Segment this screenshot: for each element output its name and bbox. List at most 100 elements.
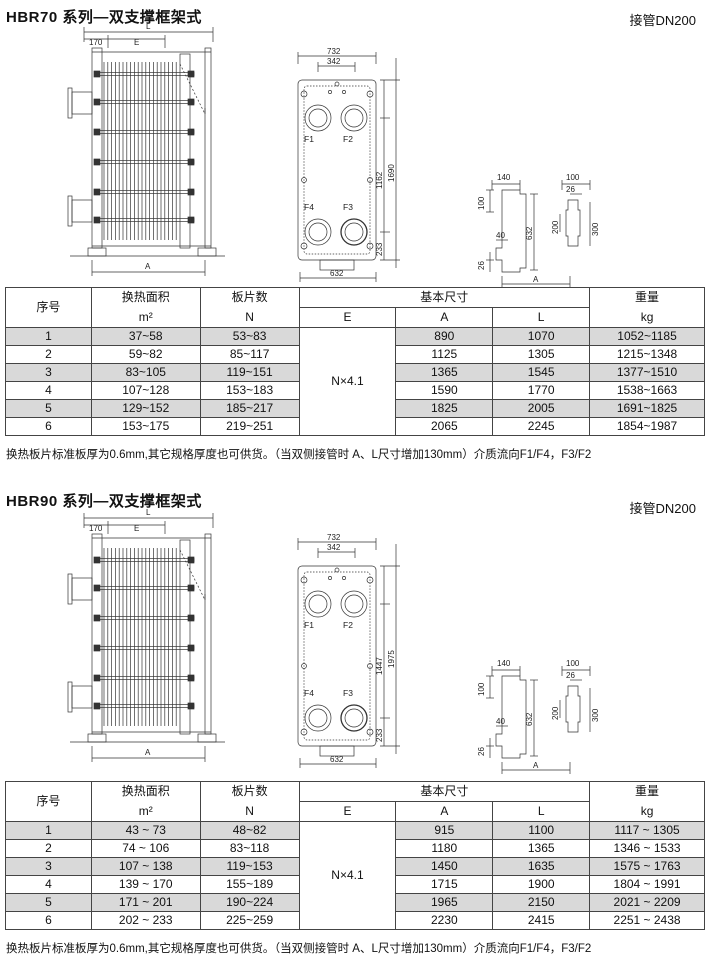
detail-dim-200: 200: [551, 706, 560, 720]
port-label-f4: F4: [304, 688, 314, 698]
col-e-header: E: [298, 801, 397, 822]
row-area: 107 ~ 138: [90, 857, 201, 876]
row-plates: 48~82: [199, 821, 300, 840]
detail-dim-300: 300: [591, 222, 600, 236]
row-plates: 190~224: [199, 893, 300, 912]
dim-L: L: [146, 22, 151, 31]
row-a: 1365: [395, 363, 494, 382]
row-e-value: N×4.1: [298, 821, 397, 930]
foot-dim-40: 40: [496, 717, 505, 726]
foot-dim-26: 26: [477, 261, 486, 270]
row-a: 1825: [395, 399, 494, 418]
foot-dim-A: A: [533, 275, 539, 284]
col-a-header: A: [395, 307, 494, 328]
row-l: 2415: [492, 911, 591, 930]
row-plates: 85~117: [199, 345, 300, 364]
foot-dim-100: 100: [477, 196, 486, 210]
row-l: 1770: [492, 381, 591, 400]
foot-dim-A: A: [533, 761, 539, 770]
foot-dim-632: 632: [525, 226, 534, 240]
row-area: 153~175: [90, 417, 201, 436]
dim-L: L: [146, 508, 151, 517]
row-weight: 1538~1663: [589, 381, 705, 400]
pipe-size: 接管DN200: [629, 501, 696, 516]
dim-342: 342: [327, 57, 341, 66]
port-label-f2: F2: [343, 134, 353, 144]
row-area: 37~58: [90, 327, 201, 346]
row-no: 4: [5, 381, 92, 400]
col-l-header: L: [492, 801, 591, 822]
row-plates: 153~183: [199, 381, 300, 400]
foot-dim-100: 100: [477, 682, 486, 696]
col-plates-header: 板片数: [199, 287, 300, 308]
dim-342: 342: [327, 543, 341, 552]
dim-1162: 1162: [375, 171, 384, 189]
row-area: 202 ~ 233: [90, 911, 201, 930]
row-a: 1180: [395, 839, 494, 858]
row-area: 107~128: [90, 381, 201, 400]
col-a-header: A: [395, 801, 494, 822]
row-no: 1: [5, 327, 92, 346]
row-no: 3: [5, 363, 92, 382]
row-area: 83~105: [90, 363, 201, 382]
dim-A: A: [145, 262, 151, 271]
row-e-value: N×4.1: [298, 327, 397, 436]
detail-dim-26: 26: [566, 671, 575, 680]
row-l: 1365: [492, 839, 591, 858]
row-l: 1305: [492, 345, 591, 364]
row-no: 1: [5, 821, 92, 840]
row-weight: 1377~1510: [589, 363, 705, 382]
col-weight-header: 重量: [589, 781, 705, 802]
row-weight: 1691~1825: [589, 399, 705, 418]
front-view-drawing: [297, 52, 400, 282]
row-a: 2230: [395, 911, 494, 930]
side-view-drawing: [67, 27, 225, 276]
foot-dim-140: 140: [497, 173, 511, 182]
foot-dim-140: 140: [497, 659, 511, 668]
row-no: 4: [5, 875, 92, 894]
col-e-header: E: [298, 307, 397, 328]
row-a: 1590: [395, 381, 494, 400]
pipe-size: 接管DN200: [629, 13, 696, 28]
foot-dim-632: 632: [525, 712, 534, 726]
row-weight: 1215~1348: [589, 345, 705, 364]
detail-dim-200: 200: [551, 220, 560, 234]
row-weight: 1804 ~ 1991: [589, 875, 705, 894]
detail-dim-26: 26: [566, 185, 575, 194]
row-weight: 1575 ~ 1763: [589, 857, 705, 876]
dim-E: E: [134, 524, 139, 533]
row-weight: 2251 ~ 2438: [589, 911, 705, 930]
row-l: 2150: [492, 893, 591, 912]
detail-dim-100: 100: [566, 173, 580, 182]
row-l: 1545: [492, 363, 591, 382]
port-label-f1: F1: [304, 134, 314, 144]
row-area: 74 ~ 106: [90, 839, 201, 858]
dim-233: 233: [375, 242, 384, 256]
row-plates: 119~153: [199, 857, 300, 876]
col-weight-unit: kg: [589, 801, 705, 822]
row-plates: 119~151: [199, 363, 300, 382]
row-no: 5: [5, 893, 92, 912]
detail-dim-300: 300: [591, 708, 600, 722]
col-area-unit: m²: [90, 307, 201, 328]
footnote: 换热板片标准板厚为0.6mm,其它规格厚度也可供货。（当双侧接管时 A、L尺寸增…: [6, 943, 592, 955]
row-area: 171 ~ 201: [90, 893, 201, 912]
row-l: 1100: [492, 821, 591, 840]
row-plates: 155~189: [199, 875, 300, 894]
row-l: 1900: [492, 875, 591, 894]
section-title: HBR90 系列—双支撑框架式: [6, 493, 202, 510]
detail-dim-100: 100: [566, 659, 580, 668]
col-weight-unit: kg: [589, 307, 705, 328]
dim-1690: 1975: [387, 650, 396, 668]
technical-drawing: L 170 E A 732 342 632 1162 1690 233 F1 F…: [67, 22, 600, 288]
col-plates-unit: N: [199, 307, 300, 328]
dim-1690: 1690: [387, 164, 396, 182]
dim-632: 632: [330, 755, 344, 764]
row-a: 1965: [395, 893, 494, 912]
row-plates: 185~217: [199, 399, 300, 418]
dim-233: 233: [375, 728, 384, 742]
